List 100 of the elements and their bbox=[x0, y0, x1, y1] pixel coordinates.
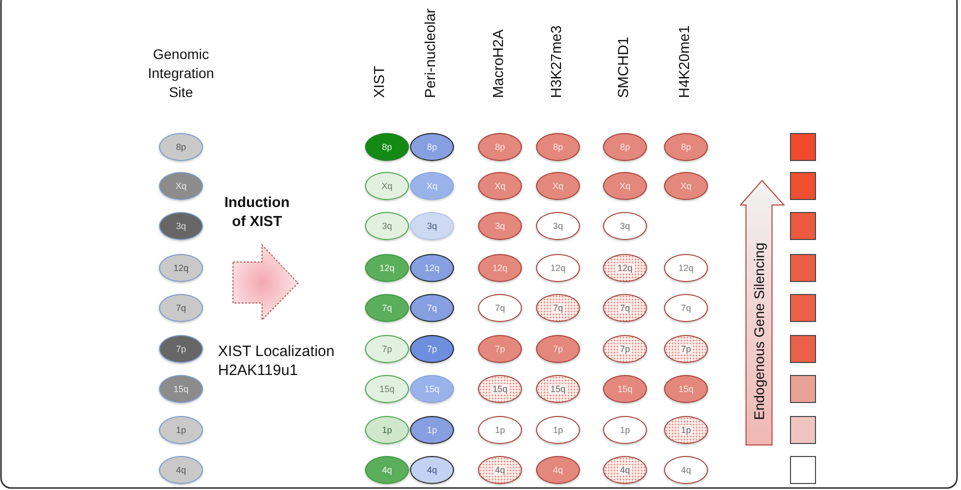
marker-ellipse bbox=[603, 172, 647, 200]
site-label: 7p bbox=[426, 344, 437, 354]
site-label: 3q bbox=[552, 221, 563, 231]
site-label: 1p bbox=[494, 425, 505, 435]
site-label: 7q bbox=[550, 303, 565, 313]
genomic-site-ellipse bbox=[159, 335, 203, 363]
site-label: 4q bbox=[382, 465, 392, 475]
site-label: 15q bbox=[617, 384, 633, 394]
site-label: 7q bbox=[494, 303, 505, 313]
color-square bbox=[790, 254, 816, 282]
site-label: 3q bbox=[494, 221, 505, 231]
marker-ellipse bbox=[536, 294, 580, 322]
site-label: 12q bbox=[492, 263, 508, 273]
color-square bbox=[790, 335, 816, 363]
site-label: 7p bbox=[176, 344, 186, 354]
color-square bbox=[790, 133, 816, 161]
site-label: 7q bbox=[382, 303, 392, 313]
site-label: 1p bbox=[382, 425, 392, 435]
marker-ellipse bbox=[603, 133, 647, 161]
peri-nucleolar-ellipse bbox=[410, 133, 454, 161]
color-square bbox=[790, 172, 816, 200]
site-label: Xq bbox=[426, 181, 438, 191]
marker-ellipse bbox=[478, 294, 522, 322]
genomic-site-ellipse bbox=[159, 254, 203, 282]
site-label: 12q bbox=[615, 263, 635, 273]
site-label: 4q bbox=[552, 465, 563, 475]
site-label: 1p bbox=[176, 425, 186, 435]
peri-nucleolar-ellipse bbox=[410, 375, 454, 403]
genomic-site-ellipse bbox=[159, 416, 203, 444]
xist-ellipse bbox=[365, 456, 409, 484]
column-heading: SMCHD1 bbox=[616, 36, 632, 98]
marker-ellipse bbox=[478, 416, 522, 444]
marker-ellipse bbox=[536, 335, 580, 363]
induction-label: Induction of XIST bbox=[223, 194, 291, 232]
peri-nucleolar-ellipse bbox=[410, 294, 454, 322]
site-label: 4q bbox=[618, 465, 632, 475]
peri-nucleolar-ellipse bbox=[410, 335, 454, 363]
site-label: 7p bbox=[552, 344, 563, 354]
arrow-label: Endogenous Gene Silencing bbox=[751, 242, 767, 420]
color-square bbox=[790, 456, 816, 484]
genomic-site-ellipse bbox=[159, 294, 203, 322]
marker-ellipse bbox=[536, 375, 580, 403]
genomic-site-ellipse bbox=[159, 375, 203, 403]
site-label: Xq bbox=[619, 181, 630, 191]
localization-label: XIST Localization H2AK119u1 bbox=[218, 342, 336, 380]
site-label: 4q bbox=[492, 465, 507, 475]
site-label: Xq bbox=[552, 181, 564, 191]
site-label: 1p bbox=[552, 425, 563, 435]
site-label: 15q bbox=[424, 384, 440, 394]
site-label: 15q bbox=[379, 384, 395, 394]
genomic-site-ellipse bbox=[159, 456, 203, 484]
genomic-site-ellipse bbox=[159, 172, 203, 200]
marker-ellipse bbox=[603, 212, 647, 240]
site-label: 1p bbox=[426, 425, 437, 435]
site-label: Xq bbox=[381, 181, 392, 191]
site-label: 15q bbox=[490, 384, 510, 394]
marker-ellipse bbox=[478, 133, 522, 161]
site-label: 12q bbox=[424, 263, 440, 273]
marker-ellipse bbox=[664, 133, 708, 161]
marker-ellipse bbox=[664, 456, 708, 484]
site-label: 8p bbox=[176, 142, 186, 152]
marker-ellipse bbox=[478, 212, 522, 240]
peri-nucleolar-ellipse bbox=[410, 172, 454, 200]
marker-ellipse bbox=[478, 456, 522, 484]
column-heading: H3K27me3 bbox=[549, 25, 565, 98]
site-label: 7q bbox=[176, 303, 186, 313]
column-heading: XIST bbox=[372, 66, 388, 98]
site-label: 4q bbox=[680, 465, 691, 475]
marker-ellipse bbox=[603, 294, 647, 322]
site-label: 12q bbox=[550, 263, 566, 273]
marker-ellipse bbox=[536, 172, 580, 200]
color-square bbox=[790, 416, 816, 444]
site-label: 7q bbox=[680, 303, 691, 313]
marker-ellipse bbox=[603, 375, 647, 403]
marker-ellipse bbox=[478, 254, 522, 282]
site-label: 3q bbox=[382, 221, 392, 231]
marker-ellipse bbox=[603, 416, 647, 444]
marker-ellipse bbox=[603, 335, 647, 363]
site-label: 15q bbox=[678, 384, 694, 394]
color-square bbox=[790, 294, 816, 322]
site-label: 7q bbox=[618, 303, 632, 313]
xist-ellipse bbox=[365, 294, 409, 322]
column-heading: Genomic Integration Site bbox=[146, 45, 216, 102]
marker-ellipse bbox=[664, 254, 708, 282]
xist-ellipse bbox=[365, 416, 409, 444]
marker-ellipse bbox=[664, 294, 708, 322]
color-square bbox=[790, 212, 816, 240]
xist-ellipse bbox=[365, 375, 409, 403]
marker-ellipse bbox=[664, 335, 708, 363]
marker-ellipse bbox=[478, 172, 522, 200]
site-label: 8p bbox=[426, 142, 437, 152]
color-square bbox=[790, 375, 816, 403]
site-label: 3q bbox=[176, 221, 186, 231]
site-label: 8p bbox=[552, 142, 563, 152]
column-heading: H4K20me1 bbox=[677, 25, 693, 98]
xist-ellipse bbox=[365, 212, 409, 240]
xist-ellipse bbox=[365, 133, 409, 161]
site-label: 7p bbox=[678, 344, 693, 354]
xist-ellipse bbox=[365, 172, 409, 200]
marker-ellipse bbox=[536, 212, 580, 240]
